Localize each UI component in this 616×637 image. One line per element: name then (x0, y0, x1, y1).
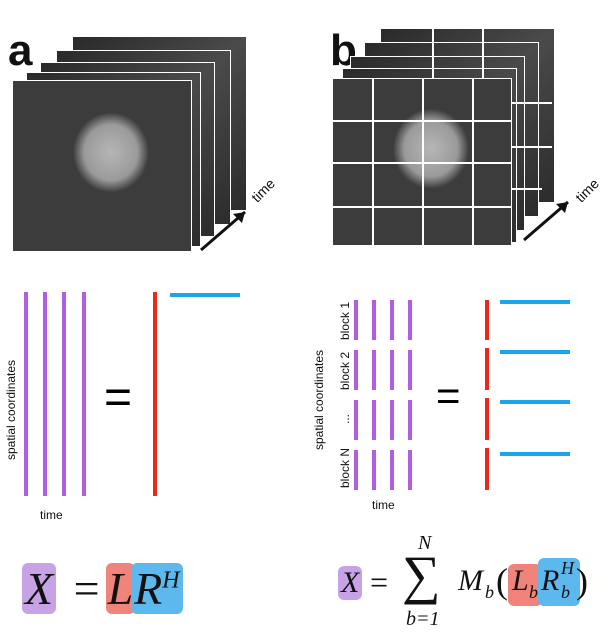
grid-line (332, 120, 512, 122)
eq-a-equals: = (73, 563, 100, 614)
panel-b-factor-L (485, 300, 489, 490)
eq-b-sum-bottom: b=1 (406, 608, 440, 630)
panel-a-coord-label: spatial coordinates (4, 359, 18, 460)
panel-a-matrix-X (24, 292, 86, 496)
panel-b-time-arrow (523, 200, 569, 242)
mri-frame-front (12, 80, 192, 252)
panel-a-factor-L (153, 292, 157, 496)
eq-b-M-sub: b (485, 582, 494, 602)
panel-b-time-axis-label: time (372, 498, 395, 512)
eq-b-L: L (512, 564, 529, 597)
eq-b-R-sup: H (561, 558, 574, 578)
eq-b-L-box (508, 564, 542, 606)
grid-line (332, 162, 512, 164)
eq-b-R-box (538, 558, 580, 606)
panel-b-coord-label: spatial coordinates (312, 349, 326, 450)
panel-a-factor-RH (170, 293, 240, 297)
panel-a-letter: a (8, 26, 33, 75)
panel-b-equation: X = N ∑ b=1 M b ( L b R H b ) (338, 532, 608, 632)
eq-b-lparen: ( (496, 561, 508, 601)
panel-a-equals-sign: = (104, 371, 133, 424)
grid-line (432, 28, 434, 78)
eq-b-X: X (338, 566, 363, 600)
panel-a-time-arrow (200, 210, 246, 252)
panel-b-factor-RH (500, 300, 570, 456)
eq-b-R: R (541, 564, 560, 597)
panel-b-block-dots: ... (338, 413, 352, 424)
grid-line (512, 188, 542, 190)
grid-line (332, 206, 512, 208)
panel-b-equals-sign: = (436, 372, 461, 419)
eq-a-R: R (134, 563, 163, 614)
eq-a-X: X (22, 563, 57, 614)
eq-a-sup-H: H (162, 567, 180, 594)
grid-line (512, 146, 552, 148)
panel-b-block-N: block N (338, 447, 352, 488)
panel-b-block-1: block 1 (338, 301, 352, 340)
grid-line (512, 102, 552, 104)
panel-b-matrix-X (354, 300, 412, 490)
eq-b-M: M (458, 564, 483, 597)
panel-a-equation: X =LRH (22, 562, 183, 615)
grid-line (482, 28, 484, 78)
eq-b-L-sub: b (529, 582, 538, 602)
eq-a-RH: RH (131, 563, 183, 614)
eq-b-sum-symbol: ∑ (402, 545, 441, 605)
eq-b-sum-top-text: N (418, 532, 432, 554)
eq-a-L: L (105, 563, 136, 614)
eq-b-R-sub: b (561, 582, 570, 602)
panel-a-time-axis-label: time (40, 508, 63, 522)
panel-b-block-2: block 2 (338, 351, 352, 390)
eq-b-equals: = (370, 564, 389, 600)
eq-b-rparen: ) (576, 561, 588, 601)
